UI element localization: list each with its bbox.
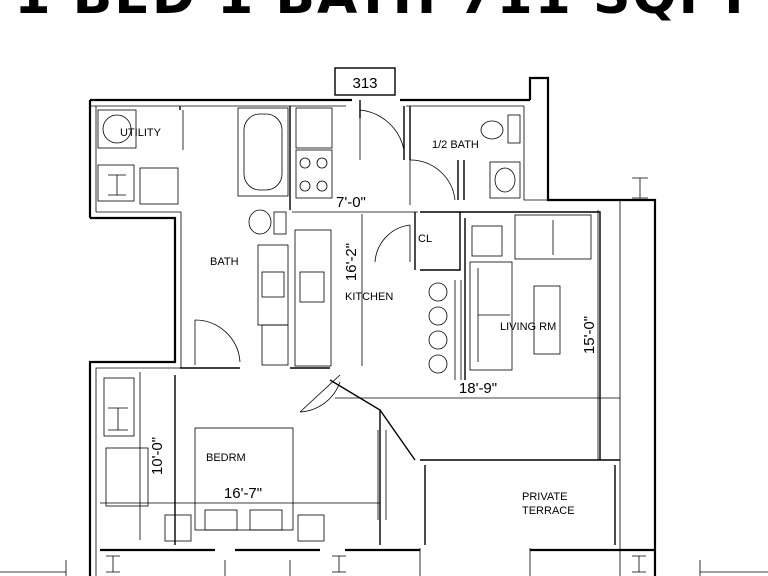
- plan-title: 1 BED 1 BATH 711 SQFT: [0, 0, 768, 26]
- dim-bedroom-width: 16'-7": [224, 485, 262, 502]
- doors: [182, 109, 456, 520]
- exterior-walls: [0, 76, 768, 576]
- label-utility: UTILITY: [120, 127, 162, 139]
- label-kitchen: KITCHEN: [345, 291, 393, 303]
- label-bedroom: BEDRM: [206, 452, 246, 464]
- dim-kitchen-width: 7'-0": [336, 194, 366, 211]
- label-terrace-line2: TERRACE: [522, 505, 575, 517]
- label-bath: BATH: [210, 256, 239, 268]
- label-terrace-line1: PRIVATE: [522, 491, 567, 503]
- label-living: LIVING RM: [500, 321, 556, 333]
- dim-living-width: 18'-9": [459, 380, 497, 397]
- dimension-lines: [100, 210, 620, 540]
- interior-walls: [174, 100, 620, 545]
- dim-living-length: 15'-0": [581, 316, 598, 354]
- dim-bedroom-length: 10'-0": [149, 437, 166, 475]
- unit-number: 313: [352, 75, 377, 92]
- label-half-bath: 1/2 BATH: [432, 139, 479, 151]
- unit-number-tag: 313: [334, 67, 396, 96]
- fixtures: [97, 107, 648, 573]
- dim-kitchen-length: 16'-2": [343, 243, 360, 281]
- label-closet: CL: [418, 233, 432, 245]
